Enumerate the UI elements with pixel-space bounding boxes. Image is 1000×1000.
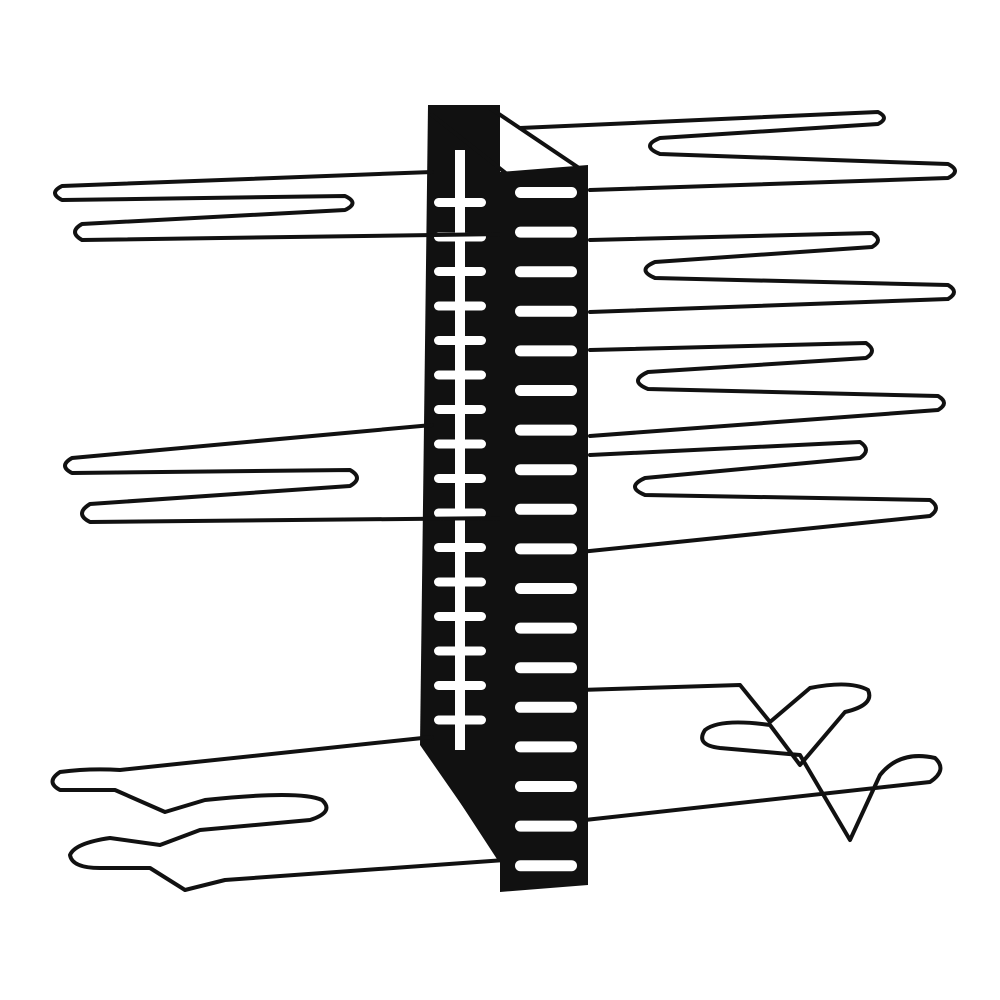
front-panel-slot bbox=[515, 741, 577, 753]
wire-arm-top-left bbox=[53, 170, 507, 242]
back-panel-slot bbox=[434, 508, 486, 518]
back-panel-slot bbox=[434, 577, 486, 587]
back-panel-slot bbox=[434, 543, 486, 552]
wire-arm-mid-right-3 bbox=[578, 440, 938, 554]
back-panel-slot bbox=[434, 681, 486, 690]
back-panel-slot bbox=[434, 405, 486, 414]
back-panel bbox=[420, 105, 500, 860]
front-panel-slot bbox=[515, 781, 577, 792]
front-panel-slot bbox=[515, 583, 577, 594]
front-panel-slot bbox=[515, 503, 577, 515]
back-panel-slot bbox=[434, 267, 486, 276]
frame-top-rail bbox=[430, 106, 587, 180]
front-panel-slot bbox=[515, 424, 577, 436]
wire-arm-mid-right-2 bbox=[588, 341, 946, 438]
wire-arms-front bbox=[50, 106, 587, 892]
wire-arm-mid-left bbox=[63, 423, 507, 524]
front-panel-slot bbox=[515, 662, 577, 674]
front-panel-slot bbox=[515, 622, 577, 634]
front-panel-slot bbox=[515, 266, 577, 278]
front-panel-slot bbox=[515, 820, 577, 832]
back-panel-slot bbox=[434, 646, 486, 656]
front-panel-slot bbox=[515, 701, 577, 713]
back-panel-gap bbox=[455, 150, 465, 750]
front-panel-slot bbox=[515, 345, 577, 357]
back-panel-slot bbox=[434, 198, 486, 207]
front-panel-slot bbox=[515, 860, 577, 872]
front-panel-slot bbox=[515, 305, 577, 317]
back-panel-slot bbox=[434, 612, 486, 621]
back-panel-rib bbox=[468, 150, 474, 750]
wire-arm-top-right bbox=[518, 110, 957, 192]
back-panel-slot bbox=[434, 439, 486, 449]
frame-base-rail bbox=[423, 743, 502, 862]
front-panel-slot bbox=[515, 464, 577, 476]
back-panel-slot bbox=[434, 474, 486, 483]
front-panel-slot bbox=[515, 226, 577, 238]
wire-arm-bottom-left bbox=[50, 735, 507, 892]
wire-arms-back bbox=[518, 110, 957, 842]
back-panel-slot bbox=[434, 370, 486, 380]
back-panel-slot bbox=[434, 301, 486, 311]
wire-arm-mid-right-1 bbox=[588, 231, 956, 314]
front-panel-slot bbox=[515, 543, 577, 555]
back-panel-slot bbox=[434, 715, 486, 725]
wire-arm-bottom-right bbox=[578, 682, 943, 842]
front-panel bbox=[500, 165, 588, 892]
back-panel-slot bbox=[434, 336, 486, 345]
front-panel-slot bbox=[515, 385, 577, 396]
front-panel-slot bbox=[515, 187, 577, 198]
